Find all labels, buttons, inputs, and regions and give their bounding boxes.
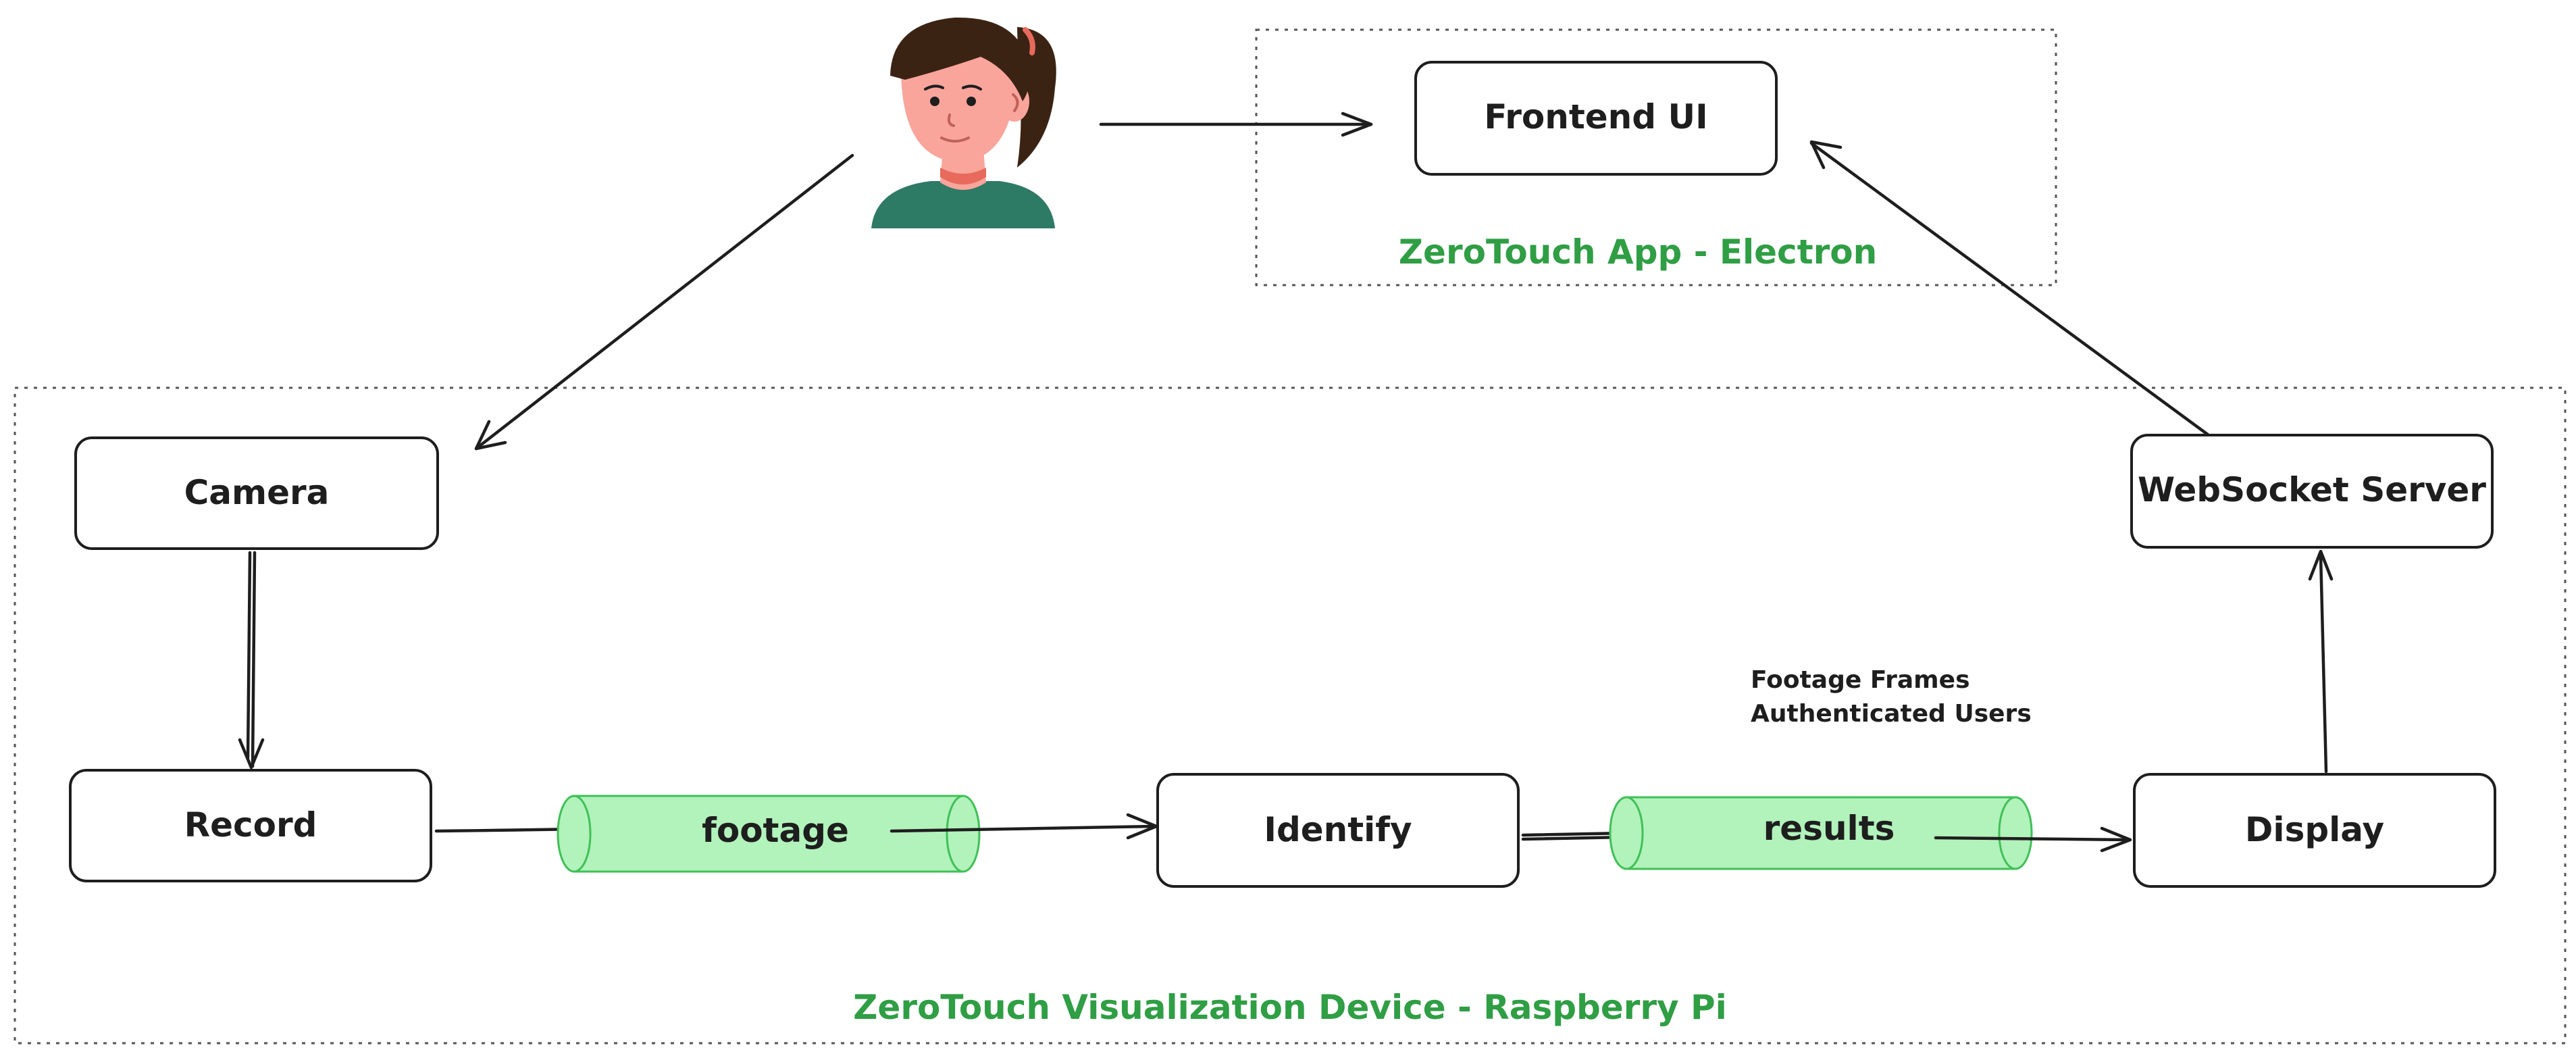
- edge-display-to-websocket: [2308, 549, 2334, 774]
- node-camera[interactable]: Camera: [74, 436, 439, 550]
- annotation-line-authenticated-users: Authenticated Users: [1751, 700, 2032, 728]
- group-zerotouch-app: ZeroTouch App - Electron: [1255, 28, 2057, 286]
- node-label-frontend-ui: Frontend UI: [1484, 97, 1707, 136]
- queue-label-footage: footage: [702, 811, 849, 850]
- edge-websocket-to-frontend: [1809, 140, 2211, 437]
- annotation-line-footage-frames: Footage Frames: [1751, 666, 1970, 694]
- node-label-identify: Identify: [1264, 810, 1412, 849]
- queue-label-results: results: [1763, 809, 1895, 848]
- node-frontend-ui[interactable]: Frontend UI: [1414, 61, 1778, 176]
- user-avatar-icon: [871, 17, 1056, 228]
- node-display[interactable]: Display: [2133, 773, 2496, 888]
- group-label-visualization-device: ZeroTouch Visualization Device - Raspber…: [853, 988, 1727, 1027]
- node-label-camera: Camera: [184, 473, 330, 512]
- node-label-record: Record: [184, 805, 317, 845]
- edge-user-to-camera: [474, 153, 854, 451]
- queue-results[interactable]: results: [1609, 796, 2033, 870]
- edge-results-to-display: [1934, 826, 2132, 853]
- group-visualization-device: ZeroTouch Visualization Device - Raspber…: [14, 386, 2567, 1045]
- edge-camera-to-record: [238, 551, 265, 770]
- node-identify[interactable]: Identify: [1156, 773, 1520, 888]
- node-record[interactable]: Record: [69, 769, 432, 882]
- node-label-websocket-server: WebSocket Server: [2138, 470, 2486, 509]
- edge-user-to-frontend: [1099, 111, 1373, 137]
- node-label-display: Display: [2245, 810, 2384, 849]
- node-websocket-server[interactable]: WebSocket Server: [2130, 434, 2494, 549]
- group-label-zerotouch-app: ZeroTouch App - Electron: [1399, 232, 1877, 272]
- results-annotation: Footage Frames Authenticated Users: [1751, 666, 2032, 728]
- queue-footage[interactable]: footage: [557, 795, 981, 873]
